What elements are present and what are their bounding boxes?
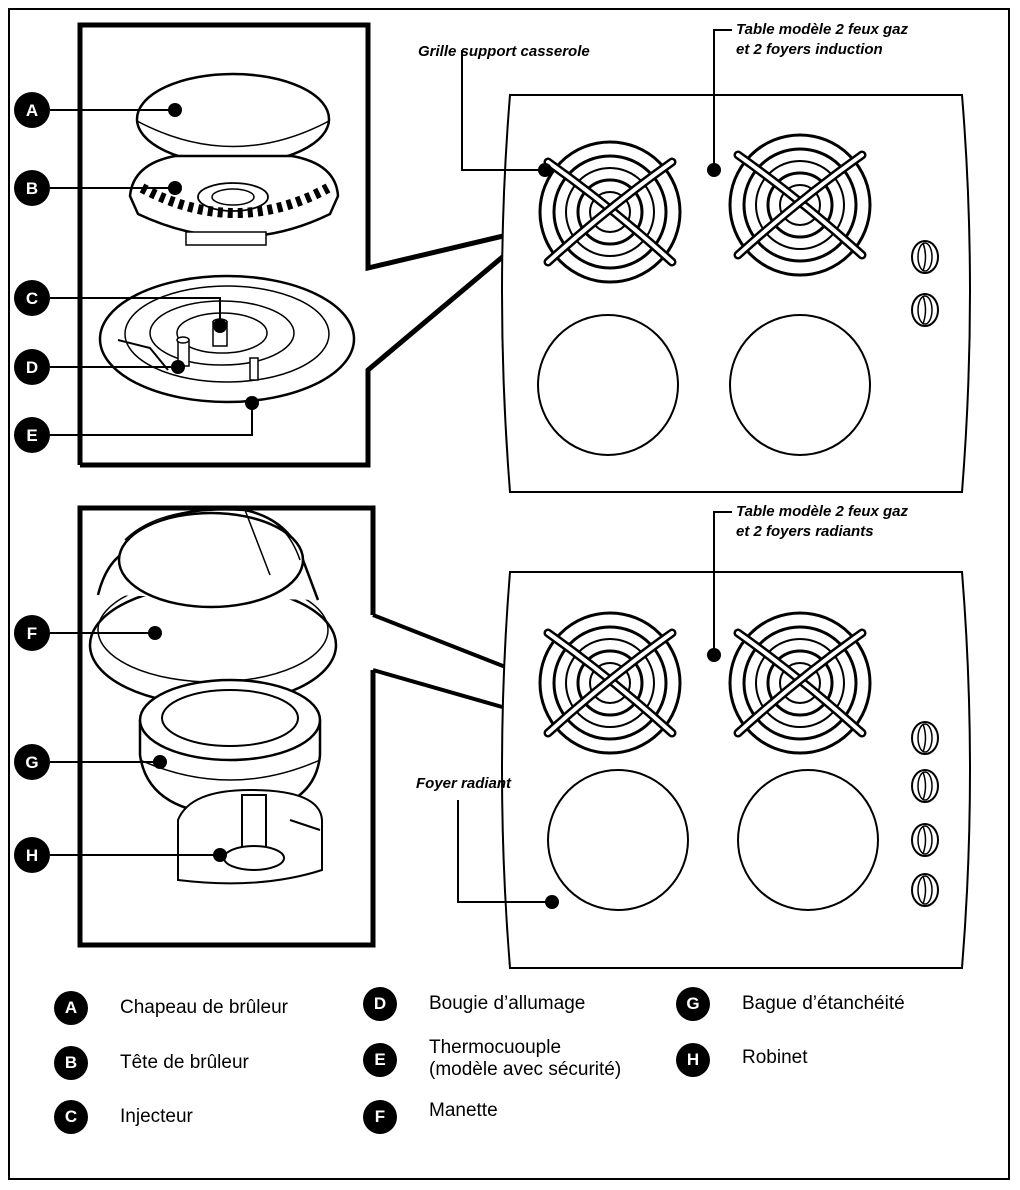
legend-text-b-line1: Tête de brûleur bbox=[120, 1052, 249, 1073]
figure-frame bbox=[8, 8, 1010, 1180]
induction-table-label-line1: Table modèle 2 feux gaz bbox=[736, 21, 908, 38]
induction-table-label-line2: et 2 foyers induction bbox=[736, 41, 883, 58]
marker-d-letter: D bbox=[26, 358, 38, 377]
legend-text-c-line1: Injecteur bbox=[120, 1106, 193, 1127]
marker-e-letter: E bbox=[26, 426, 37, 445]
legend-badge-g: G bbox=[676, 987, 710, 1021]
legend-text-b: Tête de brûleur bbox=[120, 1052, 249, 1074]
legend-text-d: Bougie d’allumage bbox=[429, 993, 585, 1015]
legend-text-e-line2: (modèle avec sécurité) bbox=[429, 1059, 622, 1080]
marker-b: B bbox=[14, 170, 50, 206]
legend-badge-c: C bbox=[54, 1100, 88, 1134]
marker-g: G bbox=[14, 744, 50, 780]
legend-text-e: Thermocuouple (modèle avec sécurité) bbox=[429, 1037, 621, 1081]
marker-h-letter: H bbox=[26, 846, 38, 865]
legend-text-h: Robinet bbox=[742, 1047, 808, 1069]
marker-a-letter: A bbox=[26, 101, 38, 120]
marker-f: F bbox=[14, 615, 50, 651]
top-leader-dots bbox=[168, 103, 259, 410]
marker-b-letter: B bbox=[26, 179, 38, 198]
radiant-table-label: Table modèle 2 feux gaz et 2 foyers radi… bbox=[736, 502, 908, 542]
legend-badge-d: D bbox=[363, 987, 397, 1021]
legend-badge-b: B bbox=[54, 1046, 88, 1080]
legend-item-g: G Bague d’étanchéité bbox=[676, 987, 905, 1021]
legend-text-a-line1: Chapeau de brûleur bbox=[120, 997, 288, 1018]
legend-text-h-line1: Robinet bbox=[742, 1047, 808, 1068]
marker-g-letter: G bbox=[25, 753, 38, 772]
marker-c: C bbox=[14, 280, 50, 316]
burner-cap-drawing bbox=[135, 72, 331, 166]
legend-item-b: B Tête de brûleur bbox=[54, 1046, 249, 1080]
legend-badge-e: E bbox=[363, 1043, 397, 1077]
induction-table-label: Table modèle 2 feux gaz et 2 foyers indu… bbox=[736, 20, 908, 60]
knob-drawing bbox=[88, 508, 338, 707]
grille-label: Grille support casserole bbox=[418, 43, 590, 60]
legend-item-h: H Robinet bbox=[676, 1043, 808, 1077]
radiant-table-label-line2: et 2 foyers radiants bbox=[736, 523, 874, 540]
radiant-table-label-line1: Table modèle 2 feux gaz bbox=[736, 503, 908, 520]
legend-text-d-line1: Bougie d’allumage bbox=[429, 993, 586, 1014]
legend-item-c: C Injecteur bbox=[54, 1100, 193, 1134]
burner-head-drawing bbox=[128, 154, 340, 246]
top-leader-lines bbox=[50, 109, 253, 436]
legend-item-a: A Chapeau de brûleur bbox=[54, 991, 288, 1025]
marker-d: D bbox=[14, 349, 50, 385]
radiant-cooktop bbox=[457, 511, 971, 969]
marker-c-letter: C bbox=[26, 289, 38, 308]
marker-h: H bbox=[14, 837, 50, 873]
induction-cooktop bbox=[461, 29, 971, 493]
legend-item-e: E Thermocuouple (modèle avec sécurité) bbox=[363, 1037, 621, 1081]
legend-text-a: Chapeau de brûleur bbox=[120, 997, 288, 1019]
legend-text-f: Manette bbox=[429, 1100, 498, 1122]
legend-text-g-line1: Bague d’étanchéité bbox=[742, 993, 905, 1014]
legend-badge-h: H bbox=[676, 1043, 710, 1077]
marker-e: E bbox=[14, 417, 50, 453]
marker-f-letter: F bbox=[27, 624, 37, 643]
legend-text-g: Bague d’étanchéité bbox=[742, 993, 905, 1015]
foyer-radiant-label: Foyer radiant bbox=[416, 775, 512, 792]
burner-detail-box bbox=[77, 22, 539, 468]
legend-badge-a: A bbox=[54, 991, 88, 1025]
legend-badge-f: F bbox=[363, 1100, 397, 1134]
bottom-leader-dots bbox=[148, 626, 227, 862]
legend-text-e-line1: Thermocuouple bbox=[429, 1037, 562, 1058]
legend-item-f: F Manette bbox=[363, 1100, 498, 1134]
legend-text-f-line1: Manette bbox=[429, 1100, 498, 1121]
marker-a: A bbox=[14, 92, 50, 128]
burner-base-drawing bbox=[98, 274, 356, 404]
legend-text-c: Injecteur bbox=[120, 1106, 193, 1128]
valve-drawing bbox=[177, 788, 323, 885]
legend-item-d: D Bougie d’allumage bbox=[363, 987, 585, 1021]
bottom-leader-lines bbox=[50, 632, 220, 856]
